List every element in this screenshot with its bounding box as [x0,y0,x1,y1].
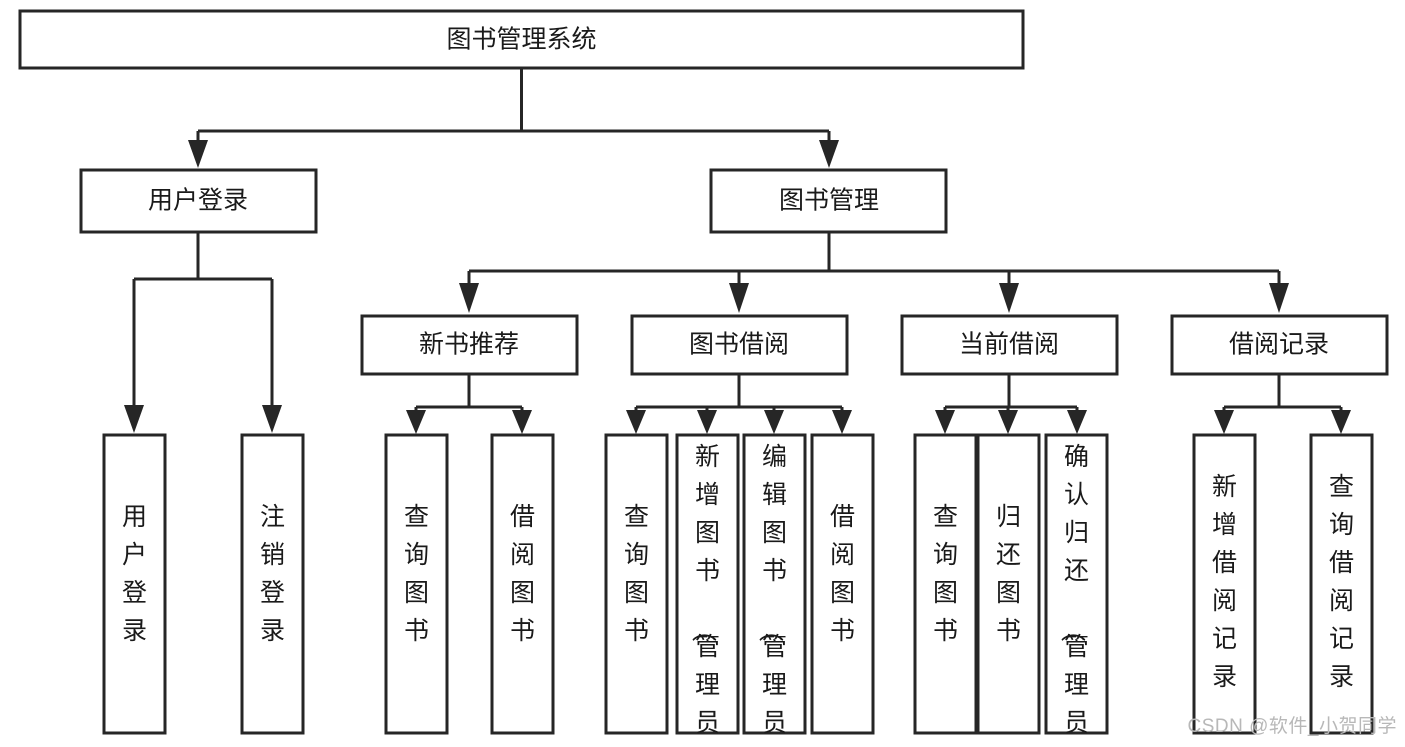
node-book-manage[interactable]: 图书管理 [709,168,948,234]
arrow-head-leaf-add-book [697,410,717,434]
arrow-head-leaf-user-logout [262,405,282,433]
leaf-user-login-box[interactable] [102,433,167,735]
leaf-query-book-3-box[interactable] [913,433,978,735]
leaf-query-book-1-box[interactable] [384,433,449,735]
arrow-head-book-manage [819,140,839,168]
connector-group-book-manage [459,232,1289,313]
node-new-book-rec-box[interactable] [360,314,579,376]
arrow-head-user-login [188,140,208,168]
arrow-head-leaf-add-record [1214,410,1234,434]
leaf-user-login[interactable]: 用户登录 [102,433,167,735]
connector-group-user-login [124,232,282,433]
leaf-edit-book-box[interactable] [742,433,807,735]
arrow-head-leaf-query-book-3 [935,410,955,434]
arrow-head-leaf-edit-book [764,410,784,434]
arrow-head-leaf-query-book-2 [626,410,646,434]
leaf-query-book-2-box[interactable] [604,433,669,735]
leaf-query-record[interactable]: 查询借阅记录 [1309,433,1374,735]
leaf-confirm-return[interactable]: 确认归还（管理员） [1044,433,1109,747]
leaf-query-book-3[interactable]: 查询图书 [913,433,978,735]
connector-group-new-book-rec [406,374,532,434]
arrow-head-leaf-borrow-book-2 [832,410,852,434]
node-root[interactable]: 图书管理系统 [18,9,1025,70]
node-user-login[interactable]: 用户登录 [79,168,318,234]
leaf-borrow-book-2[interactable]: 借阅图书 [810,433,875,735]
leaf-borrow-book-1-label: 借阅图书 [510,503,535,645]
leaf-borrow-book-2-label: 借阅图书 [830,503,855,645]
node-current-borrow-label: 当前借阅 [959,331,1059,359]
arrow-head-leaf-confirm-return [1067,410,1087,434]
node-new-book-rec[interactable]: 新书推荐 [360,314,579,376]
leaf-edit-book-label: 编辑图书（管理员） [756,443,787,747]
leaf-edit-book[interactable]: 编辑图书（管理员） [742,433,807,747]
node-root-label: 图书管理系统 [446,26,596,54]
leaf-return-book-label: 归还图书 [996,503,1021,645]
node-book-borrow[interactable]: 图书借阅 [630,314,849,376]
node-book-borrow-box[interactable] [630,314,849,376]
leaf-add-book[interactable]: 新增图书（管理员） [675,433,740,747]
connector-group-current-borrow [935,374,1087,434]
leaf-confirm-return-box[interactable] [1044,433,1109,735]
leaf-query-book-3-label: 查询图书 [933,503,958,645]
arrow-head-leaf-query-book-1 [406,410,426,434]
leaf-confirm-return-label: 确认归还（管理员） [1058,443,1089,747]
leaf-query-book-2[interactable]: 查询图书 [604,433,669,735]
node-user-login-box[interactable] [79,168,318,234]
csdn-watermark: CSDN @软件_小贺同学 [1187,716,1397,737]
arrow-head-leaf-borrow-book-1 [512,410,532,434]
node-borrow-record[interactable]: 借阅记录 [1170,314,1389,376]
node-new-book-rec-label: 新书推荐 [419,331,519,359]
leaf-add-book-label: 新增图书（管理员） [689,443,720,747]
leaf-borrow-book-1[interactable]: 借阅图书 [490,433,555,735]
node-current-borrow-box[interactable] [900,314,1119,376]
node-root-box[interactable] [18,9,1025,70]
node-book-borrow-label: 图书借阅 [689,331,789,359]
node-borrow-record-label: 借阅记录 [1229,331,1329,359]
leaf-query-book-2-label: 查询图书 [624,503,649,645]
node-user-login-label: 用户登录 [148,187,248,215]
leaf-add-book-box[interactable] [675,433,740,735]
arrow-head-leaf-user-login [124,405,144,433]
leaf-user-logout[interactable]: 注销登录 [240,433,305,735]
arrow-head-borrow-record [1269,283,1289,313]
leaf-query-book-1-label: 查询图书 [404,503,429,645]
connector-group-borrow-record [1214,374,1351,434]
leaf-query-book-1[interactable]: 查询图书 [384,433,449,735]
leaf-user-logout-label: 注销登录 [260,503,285,645]
leaf-user-logout-box[interactable] [240,433,305,735]
leaf-user-login-label: 用户登录 [122,503,147,645]
leaf-return-book[interactable]: 归还图书 [976,433,1041,735]
node-borrow-record-box[interactable] [1170,314,1389,376]
node-book-manage-label: 图书管理 [779,187,879,215]
connector-group-root [188,68,839,168]
leaf-query-record-box[interactable] [1309,433,1374,735]
arrow-head-book-borrow [729,283,749,313]
node-book-manage-box[interactable] [709,168,948,234]
connector-group-book-borrow [626,374,852,434]
leaf-add-record[interactable]: 新增借阅记录 [1192,433,1257,735]
arrow-head-current-borrow [999,283,1019,313]
leaf-query-record-label: 查询借阅记录 [1329,473,1354,691]
leaf-add-record-label: 新增借阅记录 [1212,473,1237,691]
arrow-head-new-book-rec [459,283,479,313]
leaf-borrow-book-1-box[interactable] [490,433,555,735]
arrow-head-leaf-return-book [998,410,1018,434]
leaf-borrow-book-2-box[interactable] [810,433,875,735]
leaf-add-record-box[interactable] [1192,433,1257,735]
leaf-return-book-box[interactable] [976,433,1041,735]
node-current-borrow[interactable]: 当前借阅 [900,314,1119,376]
arrow-head-leaf-query-record [1331,410,1351,434]
